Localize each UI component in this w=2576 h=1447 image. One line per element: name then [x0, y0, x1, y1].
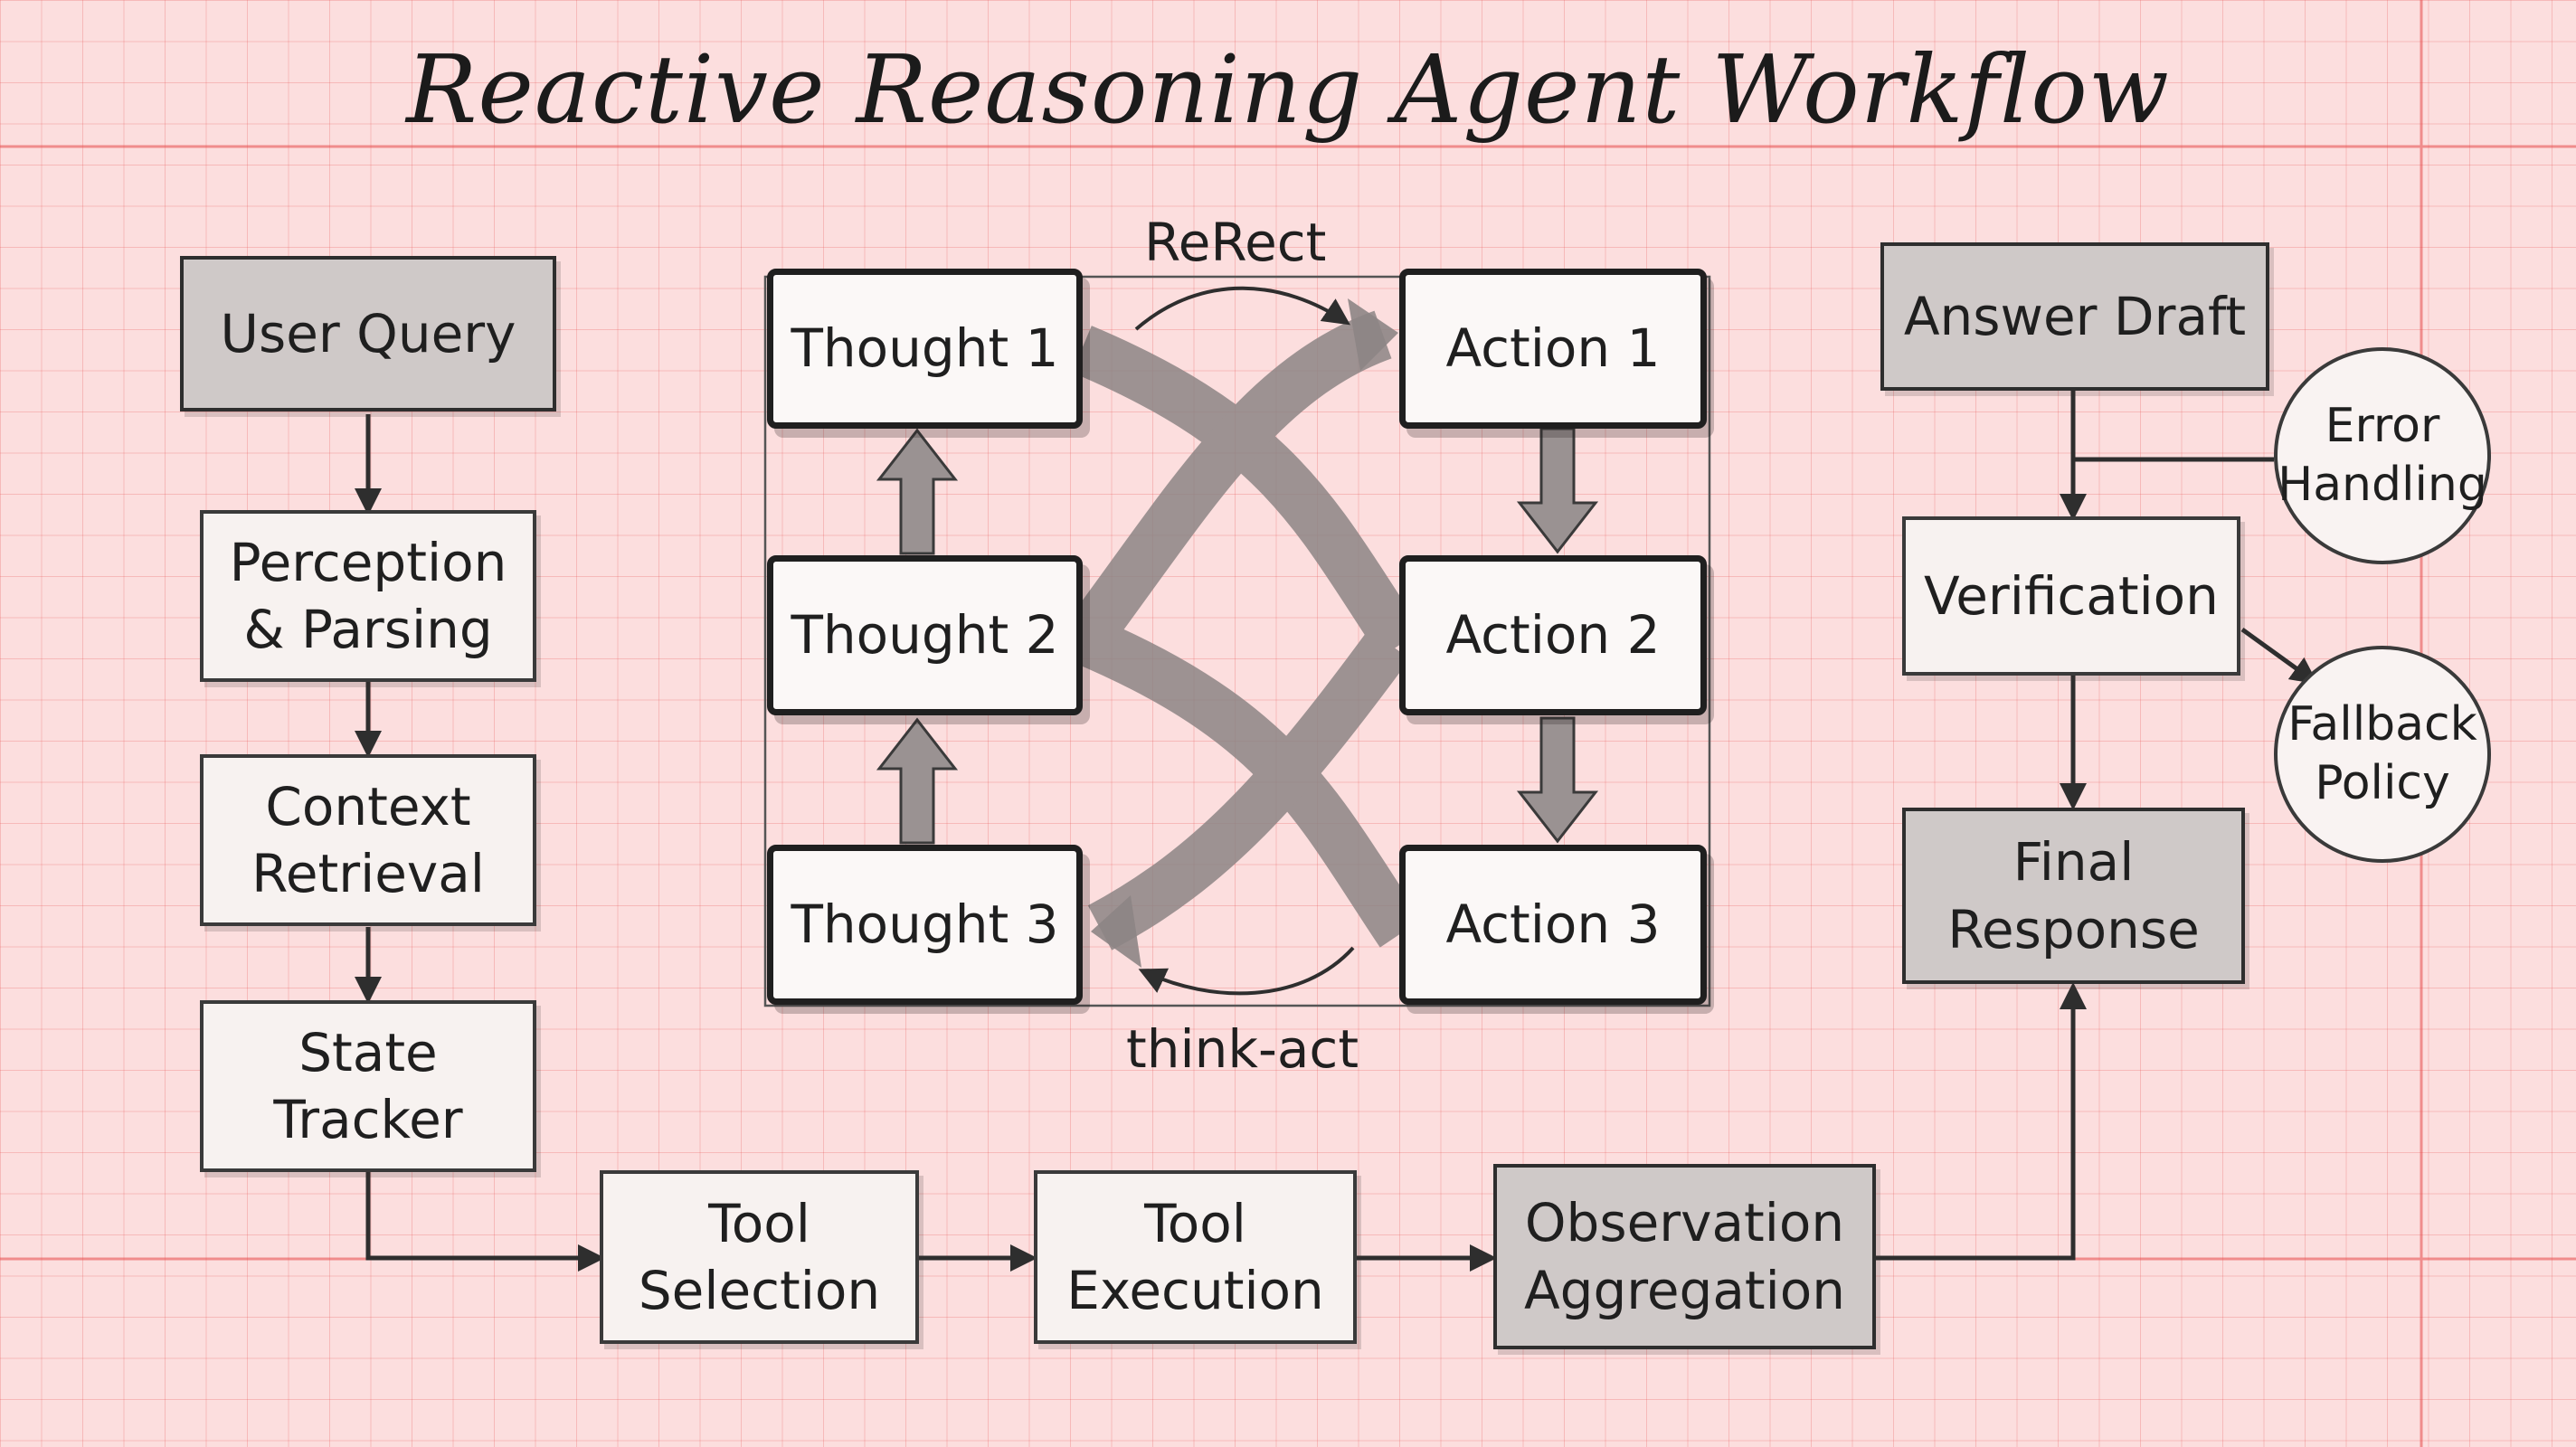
- right-flow: [2060, 391, 2318, 810]
- tool-execution-node: Tool Execution: [1034, 1170, 1357, 1344]
- fallback-policy-node: Fallback Policy: [2274, 646, 2491, 863]
- ribbon-heads: [1091, 298, 1398, 968]
- thought-3-label: Thought 3: [791, 894, 1059, 956]
- observation-aggregation-node: Observation Aggregation: [1493, 1164, 1876, 1349]
- state-tracker-label: State Tracker: [273, 1021, 463, 1150]
- action-3-label: Action 3: [1445, 894, 1661, 956]
- diagram-title: Reactive Reasoning Agent Workflow: [406, 34, 2170, 145]
- state-tracker-node: State Tracker: [200, 1000, 536, 1172]
- action-1-label: Action 1: [1445, 317, 1661, 380]
- think-act-curve: [1138, 946, 1355, 996]
- user-query-label: User Query: [220, 302, 516, 364]
- crossing-ribbons: [1061, 310, 1423, 950]
- action-down-arrows: [1516, 427, 1599, 844]
- tool-selection-node: Tool Selection: [600, 1170, 919, 1344]
- verification-node: Verification: [1902, 516, 2240, 676]
- perception-parsing-node: Perception & Parsing: [200, 510, 536, 682]
- tool-selection-label: Tool Selection: [638, 1192, 881, 1321]
- observation-aggregation-label: Observation Aggregation: [1523, 1192, 1846, 1321]
- fallback-policy-label: Fallback Policy: [2287, 697, 2477, 810]
- loop-frame: [763, 275, 1711, 1007]
- answer-draft-label: Answer Draft: [1903, 285, 2247, 347]
- action-3-node: Action 3: [1399, 845, 1707, 1005]
- thought-up-arrows: [876, 428, 959, 845]
- final-response-node: Final Response: [1902, 808, 2245, 984]
- action-1-node: Action 1: [1399, 269, 1707, 429]
- tool-execution-label: Tool Execution: [1066, 1192, 1324, 1321]
- context-retrieval-label: Context Retrieval: [251, 775, 485, 904]
- final-response-label: Final Response: [1947, 831, 2200, 960]
- error-handling-label: Error Handling: [2278, 399, 2487, 512]
- user-query-node: User Query: [180, 256, 556, 411]
- context-retrieval-node: Context Retrieval: [200, 754, 536, 926]
- think-act-label: think-act: [1126, 1018, 1359, 1080]
- thought-1-label: Thought 1: [791, 317, 1059, 380]
- thought-3-node: Thought 3: [767, 845, 1083, 1005]
- thought-2-node: Thought 2: [767, 555, 1083, 715]
- perception-parsing-label: Perception & Parsing: [229, 531, 507, 660]
- verification-label: Verification: [1924, 564, 2219, 627]
- error-handling-node: Error Handling: [2274, 347, 2491, 564]
- action-2-label: Action 2: [1445, 604, 1661, 667]
- thought-1-node: Thought 1: [767, 269, 1083, 429]
- rerect-curve: [1134, 286, 1350, 331]
- thought-2-label: Thought 2: [791, 604, 1059, 667]
- answer-draft-node: Answer Draft: [1880, 242, 2269, 391]
- left-flow: [355, 414, 2087, 1272]
- rerect-label: ReRect: [1144, 212, 1327, 273]
- action-2-node: Action 2: [1399, 555, 1707, 715]
